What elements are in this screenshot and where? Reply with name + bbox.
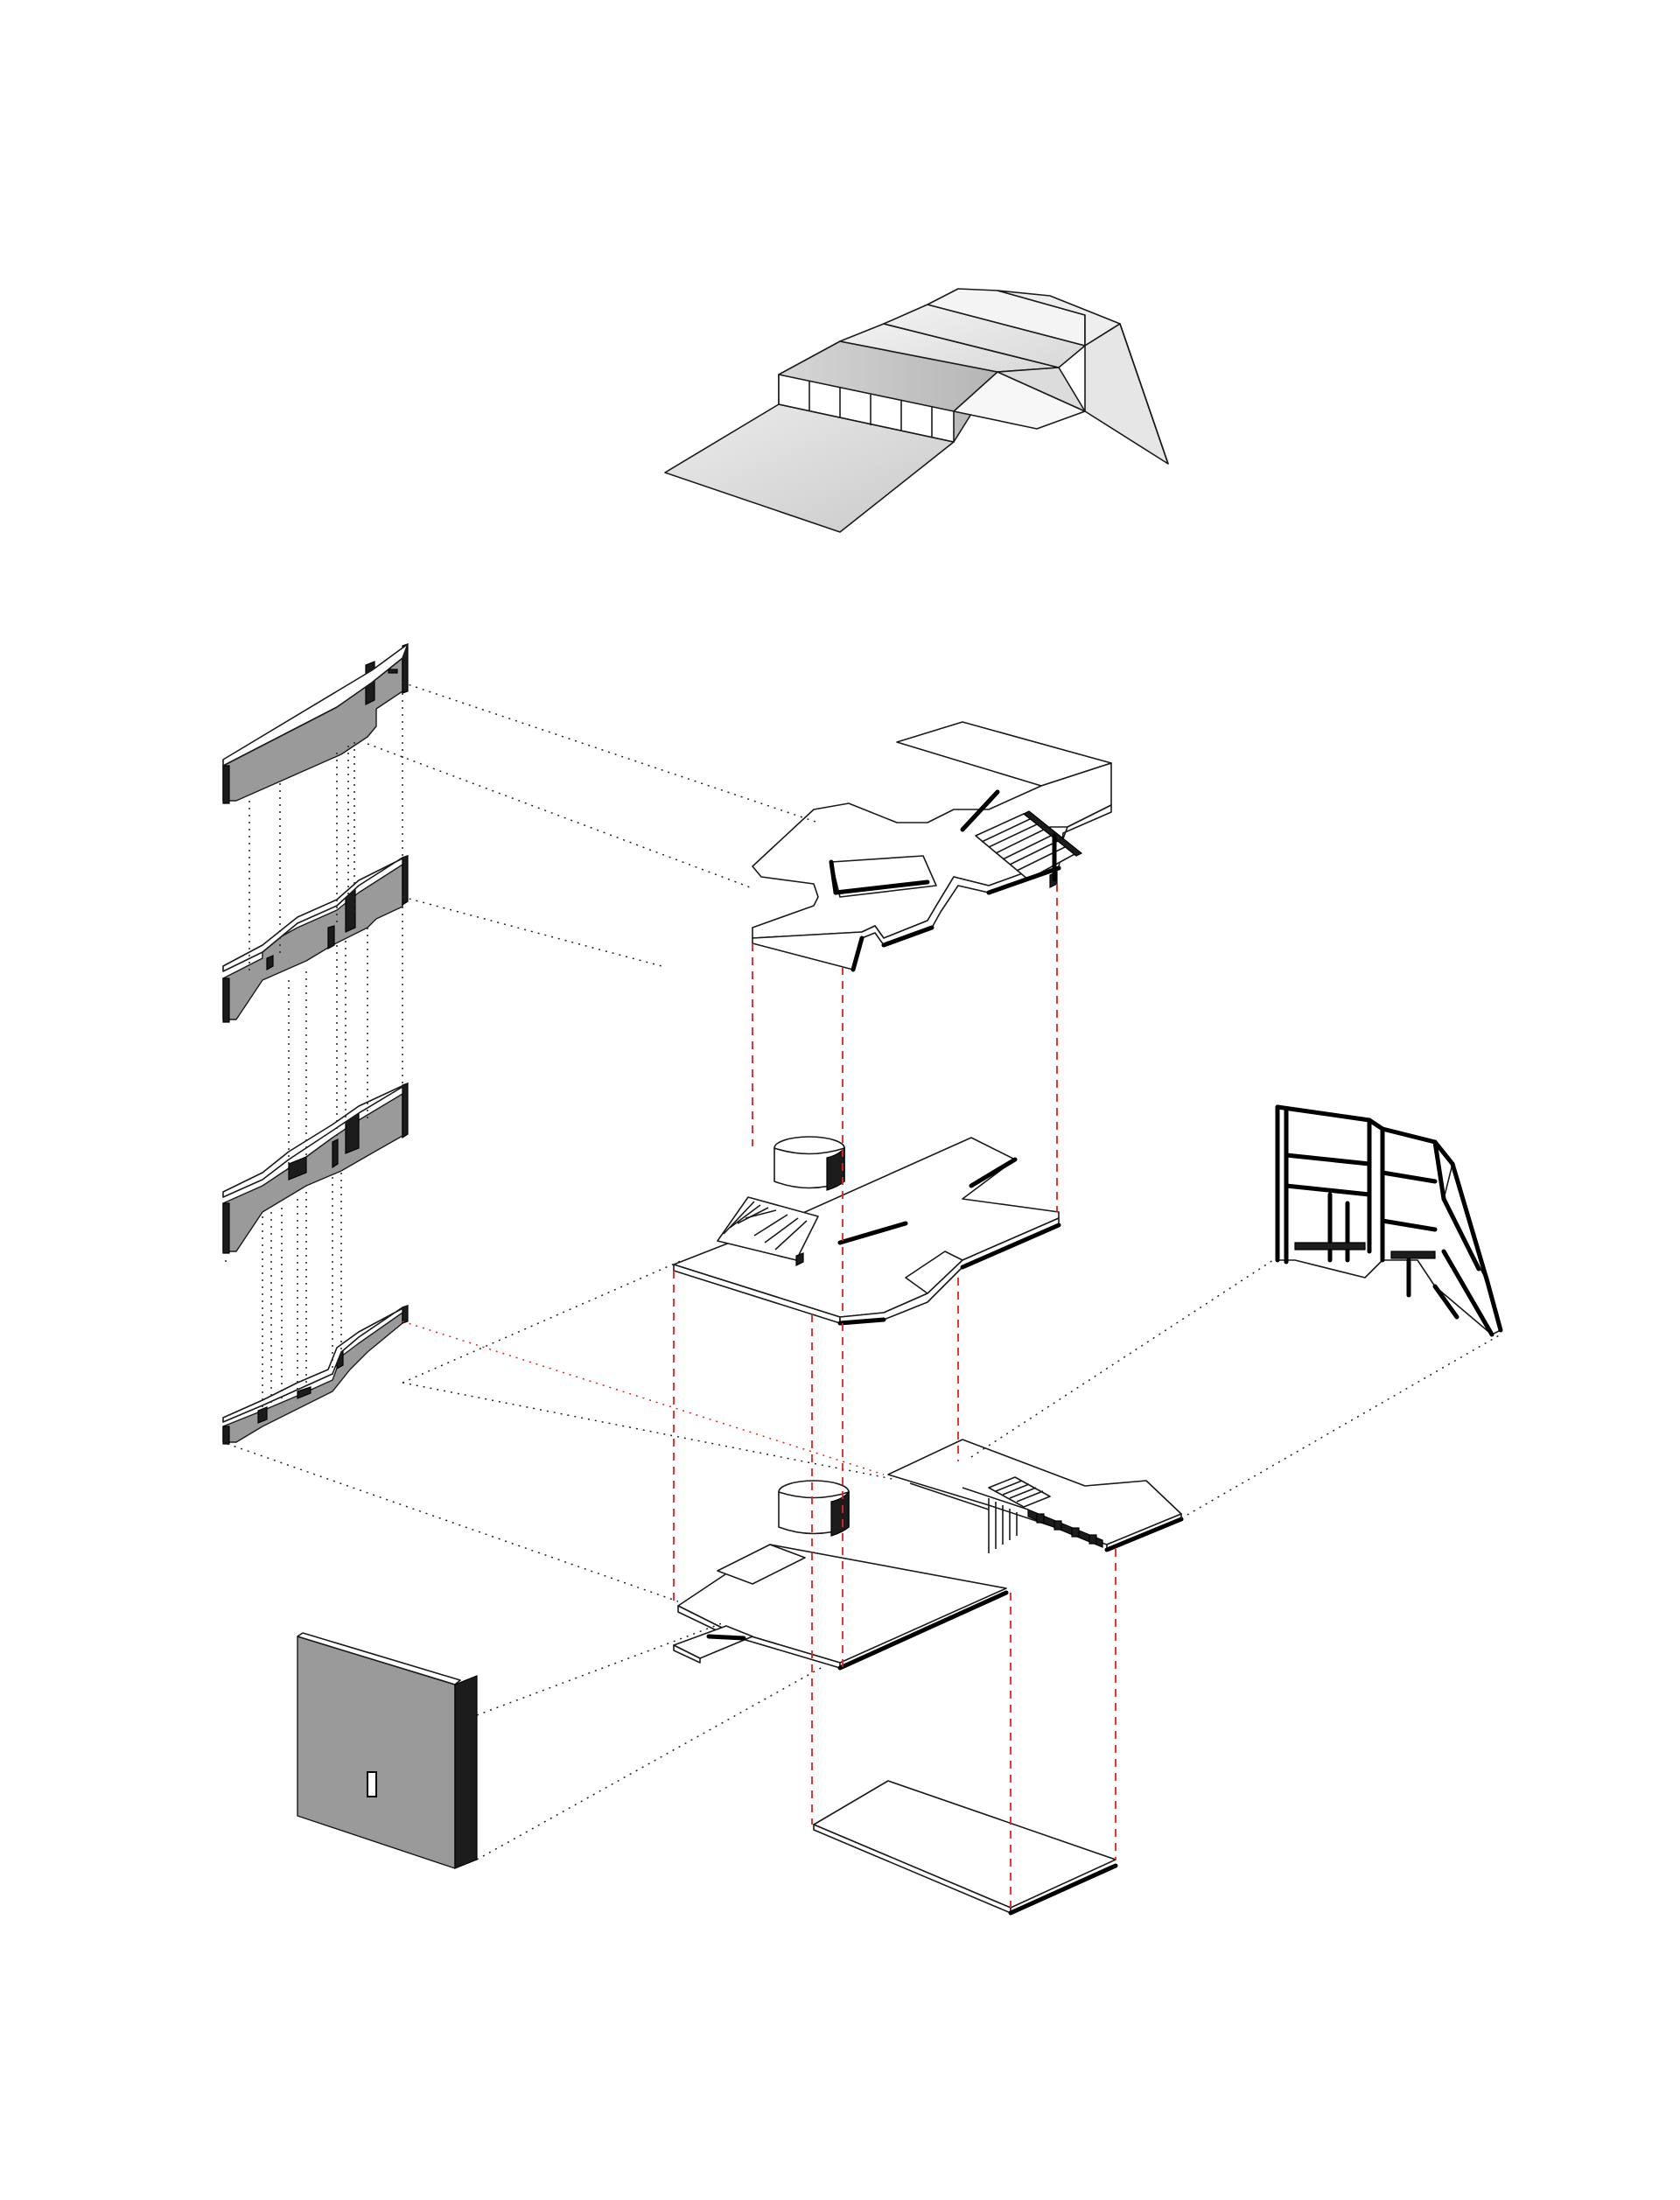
projection-lines	[225, 682, 1502, 1860]
ground-slab	[813, 1780, 1118, 1916]
middle-floor-plate	[673, 1136, 1061, 1326]
lower-floor-plate	[673, 1480, 1009, 1671]
wall-section-1	[222, 643, 409, 804]
side-terrace-plate	[887, 1439, 1184, 1553]
wall-section-2	[222, 855, 409, 1023]
middle-cylinder	[774, 1136, 845, 1191]
terrace-stair	[988, 1476, 1103, 1553]
middle-stair	[717, 1196, 819, 1266]
entrance-opening	[367, 1771, 377, 1797]
wall-sections	[222, 643, 409, 1445]
entrance-wall	[297, 1632, 478, 1869]
red-projection-lines	[402, 884, 1116, 1908]
wall-section-4	[222, 1305, 409, 1445]
side-elevation-frame	[1275, 1104, 1503, 1337]
roof-canopy	[664, 288, 1169, 533]
lower-cylinder	[778, 1480, 850, 1537]
upper-stair	[975, 810, 1083, 888]
upper-floor-plate	[752, 721, 1112, 972]
wall-section-3	[222, 1082, 409, 1254]
